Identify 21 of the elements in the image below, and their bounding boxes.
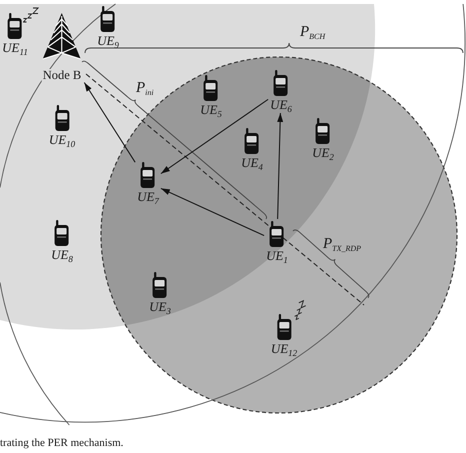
node-label: UE$_{2}$ [312,146,334,159]
arrow [277,112,284,220]
arrow [84,82,136,163]
caption: trating the PER mechanism. [0,437,124,449]
node-label: Node B [42,69,82,82]
node-label: UE$_{9}$ [97,34,119,47]
node-label: UE$_{10}$ [48,133,76,146]
arrow [160,188,265,236]
node-label: UE$_{5}$ [200,103,222,116]
node-label: UE$_{4}$ [241,156,263,169]
dimension-label: P$_{ini}$ [136,81,154,96]
dimension-label: P$_{TX_RDP}$ [323,237,362,252]
node-label: UE$_{11}$ [2,41,28,54]
dimension-label: P$_{BCH}$ [300,25,326,40]
node-label: UE$_{7}$ [137,190,159,203]
node-label: UE$_{1}$ [266,249,288,262]
arrow [160,98,269,174]
node-label: UE$_{3}$ [149,300,171,313]
node-label: UE$_{8}$ [51,248,73,261]
node-label: UE$_{12}$ [270,342,298,355]
node-label: UE$_{6}$ [270,98,292,111]
